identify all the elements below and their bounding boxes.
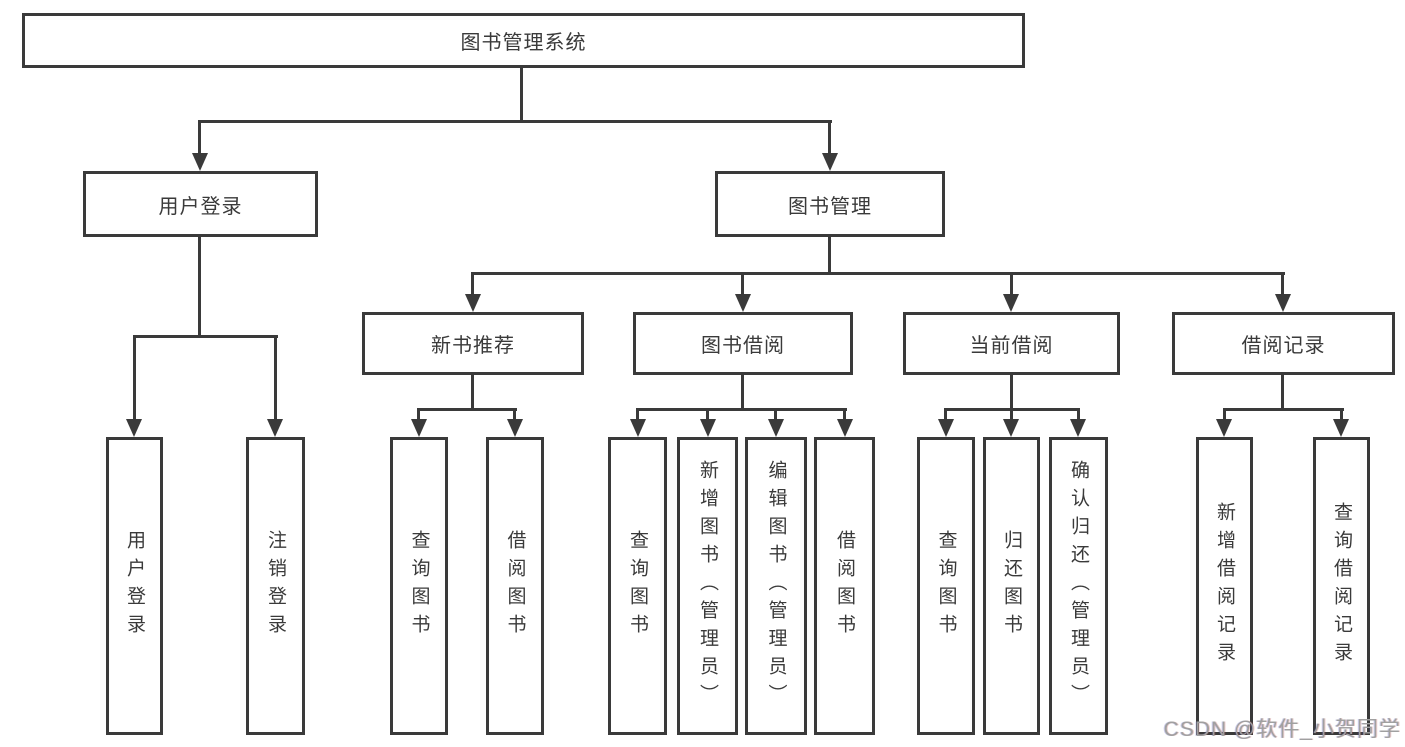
arrow-down-icon bbox=[768, 419, 784, 437]
leaf-query-books-recommend: 查询图书 bbox=[390, 437, 448, 735]
arrow-down-icon bbox=[411, 419, 427, 437]
connector bbox=[1010, 408, 1013, 421]
connector bbox=[198, 237, 201, 338]
csdn-watermark: CSDN @软件_小贺同学 bbox=[1163, 718, 1401, 741]
connector bbox=[1281, 272, 1284, 296]
connector bbox=[741, 375, 744, 411]
leaf-borrow-books-recommend: 借阅图书 bbox=[486, 437, 544, 735]
leaf-logout-label: 注销登录 bbox=[265, 530, 286, 642]
arrow-down-icon bbox=[735, 294, 751, 312]
connector bbox=[1077, 408, 1080, 421]
connector bbox=[199, 120, 832, 123]
leaf-label: 查询图书 bbox=[408, 530, 430, 642]
node-current-borrow: 当前借阅 bbox=[903, 312, 1120, 375]
connector bbox=[133, 335, 278, 338]
leaf-label: 借阅图书 bbox=[834, 530, 855, 642]
connector bbox=[1281, 375, 1284, 411]
connector bbox=[417, 408, 420, 421]
node-book-borrow-label: 图书借阅 bbox=[701, 335, 785, 357]
leaf-label: 查询图书 bbox=[935, 530, 957, 642]
node-book-management: 图书管理 bbox=[715, 171, 945, 237]
arrow-down-icon bbox=[267, 419, 283, 437]
leaf-return-books: 归还图书 bbox=[983, 437, 1040, 735]
connector bbox=[828, 120, 831, 154]
connector bbox=[741, 272, 744, 296]
arrow-down-icon bbox=[1275, 294, 1291, 312]
connector bbox=[471, 272, 474, 296]
arrow-down-icon bbox=[126, 419, 142, 437]
connector bbox=[706, 408, 709, 421]
arrow-down-icon bbox=[630, 419, 646, 437]
leaf-label: 查询借阅记录 bbox=[1331, 502, 1352, 670]
leaf-logout: 注销登录 bbox=[246, 437, 305, 735]
arrow-down-icon bbox=[1003, 294, 1019, 312]
connector bbox=[636, 408, 847, 411]
arrow-down-icon bbox=[837, 419, 853, 437]
node-root-label: 图书管理系统 bbox=[460, 32, 587, 54]
leaf-query-books-current: 查询图书 bbox=[917, 437, 975, 735]
leaf-query-borrow-record: 查询借阅记录 bbox=[1313, 437, 1370, 735]
leaf-query-books-borrow: 查询图书 bbox=[608, 437, 667, 735]
connector bbox=[1223, 408, 1344, 411]
leaf-label: 新增图书（管理员） bbox=[697, 460, 718, 712]
leaf-user-login: 用户登录 bbox=[106, 437, 163, 735]
leaf-add-books-admin: 新增图书（管理员） bbox=[677, 437, 738, 735]
node-borrow-records-label: 借阅记录 bbox=[1241, 335, 1326, 357]
connector bbox=[417, 408, 517, 411]
arrow-down-icon bbox=[822, 153, 838, 171]
node-new-book-recommend-label: 新书推荐 bbox=[431, 335, 515, 357]
node-borrow-records: 借阅记录 bbox=[1172, 312, 1395, 375]
node-root: 图书管理系统 bbox=[22, 13, 1025, 68]
arrow-down-icon bbox=[192, 153, 208, 171]
connector bbox=[471, 272, 1285, 275]
leaf-label: 确认归还（管理员） bbox=[1068, 460, 1089, 712]
connector bbox=[274, 335, 277, 420]
node-current-borrow-label: 当前借阅 bbox=[969, 335, 1054, 357]
node-book-borrow: 图书借阅 bbox=[633, 312, 853, 375]
connector bbox=[1340, 408, 1343, 421]
leaf-borrow-books: 借阅图书 bbox=[814, 437, 875, 735]
leaf-user-login-label: 用户登录 bbox=[124, 530, 145, 642]
connector bbox=[133, 335, 136, 420]
connector bbox=[1010, 272, 1013, 296]
connector bbox=[1223, 408, 1226, 421]
arrow-down-icon bbox=[1333, 419, 1349, 437]
connector bbox=[471, 375, 474, 411]
node-book-management-label: 图书管理 bbox=[788, 195, 872, 218]
arrow-down-icon bbox=[1003, 419, 1019, 437]
connector bbox=[198, 120, 201, 154]
connector bbox=[828, 237, 831, 275]
connector bbox=[520, 68, 523, 123]
leaf-confirm-return-admin: 确认归还（管理员） bbox=[1049, 437, 1108, 735]
node-user-login-label: 用户登录 bbox=[158, 195, 243, 218]
arrow-down-icon bbox=[938, 419, 954, 437]
node-user-login: 用户登录 bbox=[83, 171, 318, 237]
connector bbox=[843, 408, 846, 421]
leaf-label: 归还图书 bbox=[1001, 530, 1022, 642]
arrow-down-icon bbox=[1070, 419, 1086, 437]
connector bbox=[513, 408, 516, 421]
connector bbox=[1010, 375, 1013, 411]
leaf-add-borrow-record: 新增借阅记录 bbox=[1196, 437, 1253, 735]
arrow-down-icon bbox=[507, 419, 523, 437]
leaf-label: 借阅图书 bbox=[504, 530, 526, 642]
connector bbox=[636, 408, 639, 421]
leaf-label: 查询图书 bbox=[627, 530, 648, 642]
connector bbox=[774, 408, 777, 421]
leaf-label: 编辑图书（管理员） bbox=[765, 460, 787, 712]
arrow-down-icon bbox=[1216, 419, 1232, 437]
arrow-down-icon bbox=[700, 419, 716, 437]
leaf-edit-books-admin: 编辑图书（管理员） bbox=[745, 437, 807, 735]
arrow-down-icon bbox=[465, 294, 481, 312]
connector bbox=[944, 408, 947, 421]
node-new-book-recommend: 新书推荐 bbox=[362, 312, 584, 375]
leaf-label: 新增借阅记录 bbox=[1214, 502, 1235, 670]
